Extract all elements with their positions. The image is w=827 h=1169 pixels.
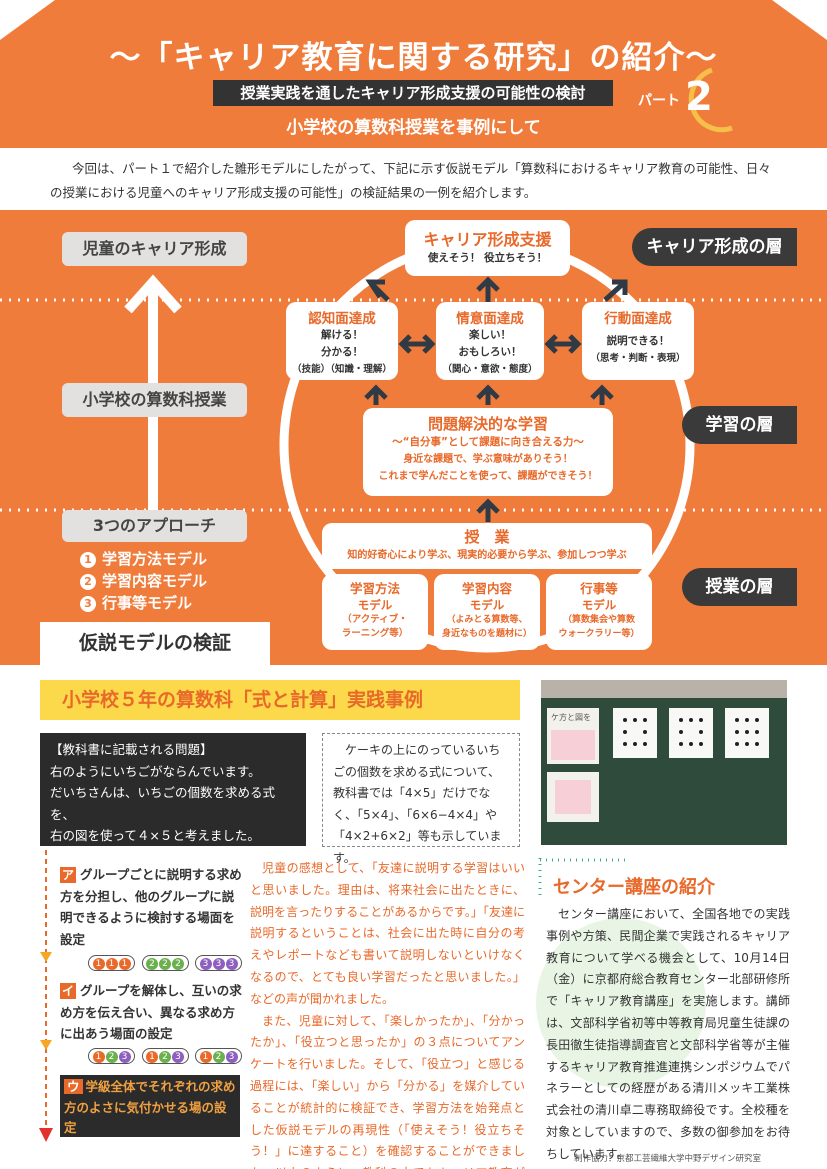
layer-career-label: キャリア形成の層 xyxy=(632,228,797,266)
case-article: 児童の感想として、「友達に説明する学習はいいと思いました。理由は、将来社会に出た… xyxy=(250,861,525,1169)
textbook-problem: 【教科書に記載される問題】 右のようにいちごがならんでいます。 だいちさんは、い… xyxy=(40,733,306,865)
header: 〜「キャリア教育に関する研究」の紹介〜 授業実践を通したキャリア形成支援の可能性… xyxy=(0,0,827,148)
behavior-box: 行動面達成 説明できる！ （思考・判断・表現） xyxy=(582,302,694,380)
layer-class-label: 授業の層 xyxy=(682,568,797,606)
model-box-events: 行事等 モデル （算数集会や算数 ウォークラリー等） xyxy=(546,574,652,650)
flow-arrows xyxy=(364,276,628,522)
steps-arrow xyxy=(39,850,53,1142)
credit: 制作協力：京都工芸繊維大学中野デザイン研究室 xyxy=(574,1154,762,1164)
approach-title: 3つのアプローチ xyxy=(62,510,247,542)
page-title: 〜「キャリア教育に関する研究」の紹介〜 xyxy=(109,40,718,76)
center-body: センター講座において、全国各地での実践事例や方策、民間企業で実践されるキャリア教… xyxy=(546,907,790,1161)
part-label: パート xyxy=(638,93,680,109)
model-box-content: 学習内容 モデル （よみとる算数等、 身近なものを題材に） xyxy=(434,574,540,650)
blackboard-image: ケ方と図を xyxy=(541,680,787,845)
step-a: アグループごとに説明する求め方を分担し、他のグループに説明できるように検討する場… xyxy=(60,867,242,947)
subtitle-band: 授業実践を通したキャリア形成支援の可能性の検討 xyxy=(213,80,613,106)
svg-text:ケ方と図を: ケ方と図を xyxy=(551,712,591,722)
emotional-box: 情意面達成 楽しい！ おもしろい！ （関心・意欲・態度） xyxy=(436,302,544,380)
step-b: イグループを解体し、互いの求め方を伝え合い、異なる求め方に出あう場面の設定 xyxy=(60,983,242,1041)
header-banner xyxy=(0,0,827,148)
case-title: 小学校５年の算数科「式と計算」実践事例 xyxy=(40,680,520,720)
left-label-math: 小学校の算数科授業 xyxy=(62,383,247,417)
cognitive-box: 認知面達成 解ける！ 分かる！ （技能）（知識・理解） xyxy=(286,302,398,380)
layer-learning-label: 学習の層 xyxy=(682,406,797,444)
center-title: センター講座の紹介 xyxy=(553,877,715,898)
center-decoration xyxy=(536,858,706,1088)
intro-text: 今回は、パート１で紹介した雛形モデルにしたがって、下記に示す仮説モデル「算数科に… xyxy=(50,161,771,200)
subtitle-2: 小学校の算数科授業を事例にして xyxy=(286,118,541,138)
textbook-note: ケーキの上にのっているいちごの個数を求める式について、教科書では「4×5」だけで… xyxy=(322,733,520,865)
classroom-photo: ケ方と図を xyxy=(541,680,787,845)
career-support-box: キャリア形成支援 使えそう！ 役立ちそう！ xyxy=(405,220,570,276)
model-box-method: 学習方法 モデル （アクティブ・ ラーニング等） xyxy=(322,574,428,650)
left-label-career: 児童のキャリア形成 xyxy=(62,232,247,266)
jugyo-box: 授 業 知的好奇心により学ぶ、現実的必要から学ぶ、参加しつつ学ぶ xyxy=(322,523,652,569)
verify-label: 仮説モデルの検証 xyxy=(40,622,270,665)
problem-learning-box: 問題解決的な学習 〜“自分事”として課題に向き合える力〜 身近な課題で、学ぶ意味… xyxy=(363,408,613,496)
step-c: ウ学級全体でそれぞれの求め方のよさに気付かせる場の設定 xyxy=(60,1075,240,1137)
part-number: 2 xyxy=(685,74,713,120)
